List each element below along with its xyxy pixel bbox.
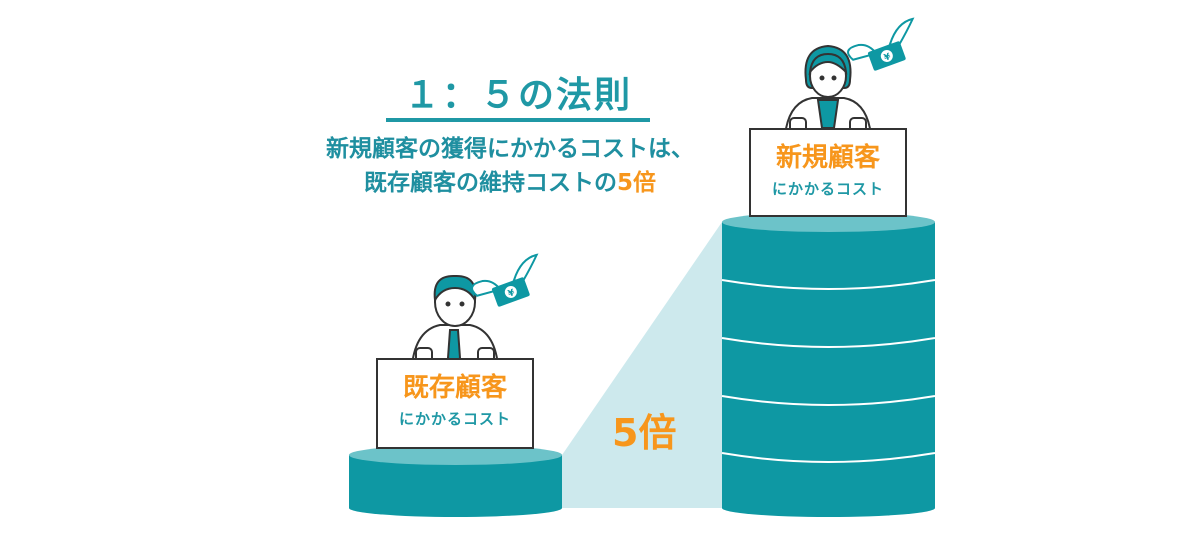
existing-sign-main: 既存顧客 [402,373,507,403]
new-customer-sign: 新規顧客 にかかるコスト [749,128,907,217]
existing-sign-small: にかかるコスト [398,410,511,428]
new-sign-small: にかかるコスト [771,180,884,198]
flying-money-icon: ¥ [471,253,539,307]
page-title: １：５の法則 [386,74,650,122]
existing-cost-cylinder [349,445,562,517]
growth-trapezoid [562,222,722,508]
new-cost-cylinder [721,212,936,517]
subtitle-line-1: 新規顧客の獲得にかかるコストは、 [326,136,694,162]
existing-customer-sign: 既存顧客 にかかるコスト [376,358,534,449]
ratio-label: 5倍 [612,411,677,455]
subtitle-line-2: 既存顧客の維持コストの5倍 [260,168,760,198]
new-sign-main: 新規顧客 [775,143,880,173]
svg-text:¥: ¥ [883,52,893,64]
subtitle-line-2-text: 既存顧客の維持コストの [363,170,617,196]
flying-money-icon: ¥ [847,17,915,71]
svg-text:¥: ¥ [507,288,517,300]
subtitle-accent: 5倍 [616,170,656,196]
